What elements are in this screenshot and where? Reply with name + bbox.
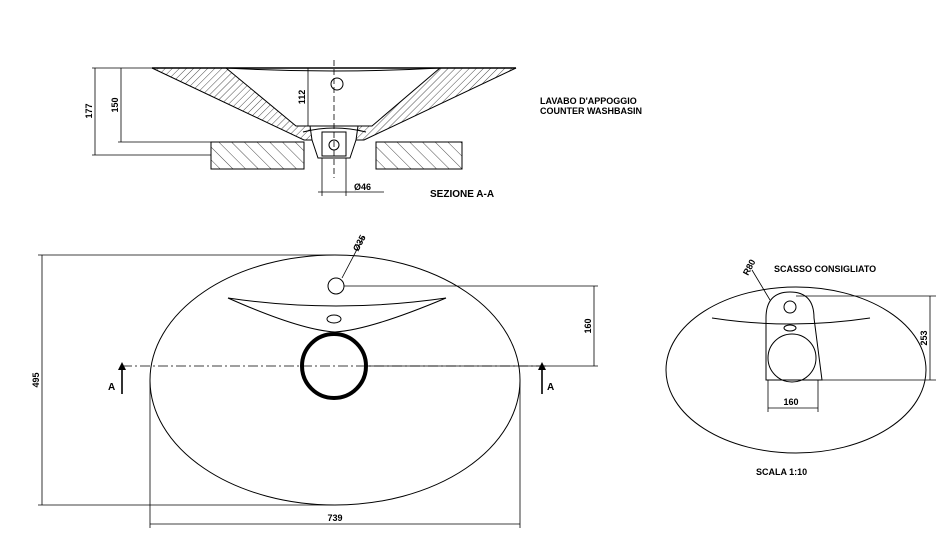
ledge-lower xyxy=(227,297,447,333)
cutout-basin-outline xyxy=(665,286,927,454)
drain-recess xyxy=(302,127,367,133)
dim-253-label: 253 xyxy=(919,330,929,345)
dim-r80-leader xyxy=(751,269,771,301)
dim-46-label: Ø46 xyxy=(354,182,371,192)
dim-160-label: 160 xyxy=(583,318,593,333)
cutout-shape xyxy=(765,291,823,381)
overflow-slot xyxy=(326,314,342,324)
cutout-title: SCASSO CONSIGLIATO xyxy=(774,264,876,274)
section-mark-left: A xyxy=(108,382,115,393)
cutout-drain xyxy=(767,333,817,383)
product-name-it: LAVABO D'APPOGGIO xyxy=(540,96,637,106)
cutout-ledge xyxy=(711,317,871,325)
section-title: SEZIONE A-A xyxy=(430,189,494,200)
cutout-view: R80 253 160 SCASSO CONSIGLIATO SCALA 1:1… xyxy=(665,258,936,477)
basin-shell-right xyxy=(355,67,517,141)
dim-150-label: 150 xyxy=(110,97,120,112)
section-view: 177 150 112 Ø46 SEZIONE A-A xyxy=(84,60,517,200)
plan-view: A A Ø35 160 495 739 xyxy=(31,233,598,528)
cutout-scale: SCALA 1:10 xyxy=(756,467,807,477)
ledge-upper xyxy=(227,297,447,307)
counter-slab-right xyxy=(375,141,463,170)
dim-739-label: 739 xyxy=(327,513,342,523)
basin-inner-rim xyxy=(225,67,441,72)
dim-r80-label: R80 xyxy=(741,258,758,277)
overflow-hole xyxy=(327,277,345,295)
counter-slab-left xyxy=(210,141,305,170)
basin-outline xyxy=(149,254,521,506)
overflow-hole-section xyxy=(330,77,344,91)
cutout-overflow-slot xyxy=(783,324,797,332)
dim-112-label: 112 xyxy=(297,90,307,105)
drain-body xyxy=(311,139,357,159)
section-arrowhead-left xyxy=(118,362,126,370)
dim-35-leader xyxy=(341,235,365,279)
basin-shell-left xyxy=(151,67,313,141)
dim-cut160-label: 160 xyxy=(783,397,798,407)
section-mark-right: A xyxy=(547,382,554,393)
cutout-overflow-hole xyxy=(783,300,797,314)
dim-177-label: 177 xyxy=(84,103,94,118)
dim-35-label: Ø35 xyxy=(351,233,368,253)
product-name-en: COUNTER WASHBASIN xyxy=(540,106,642,116)
dim-495-label: 495 xyxy=(31,372,41,387)
